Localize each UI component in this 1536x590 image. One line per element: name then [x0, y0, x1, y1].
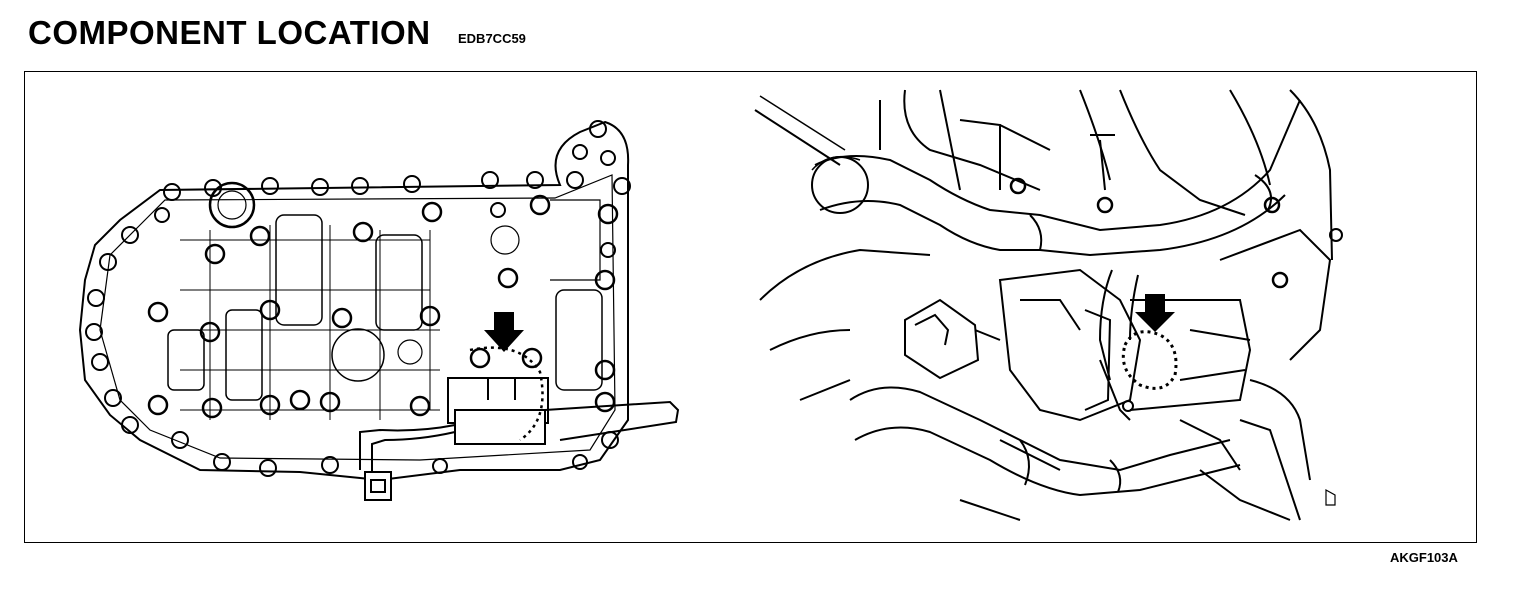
arrow-marker-left [484, 312, 524, 352]
connector-plug [904, 298, 1001, 380]
accumulator-pad [331, 328, 385, 382]
hose-lower [849, 386, 1231, 472]
arrow-marker-right [1135, 294, 1175, 332]
figure-code: AKGF103A [1390, 550, 1458, 565]
wire-harness [359, 424, 456, 501]
solenoid-body [447, 346, 680, 445]
page-title: COMPONENT LOCATION [28, 14, 431, 51]
figure-frame [24, 71, 1477, 543]
valve-body-outline [78, 120, 630, 482]
installed-view-drawing [754, 89, 1343, 521]
valve-body-drawing [78, 120, 680, 501]
hose-upper [814, 99, 1301, 232]
document-code: EDB7CC59 [458, 31, 526, 46]
bolt-holes [85, 120, 631, 477]
